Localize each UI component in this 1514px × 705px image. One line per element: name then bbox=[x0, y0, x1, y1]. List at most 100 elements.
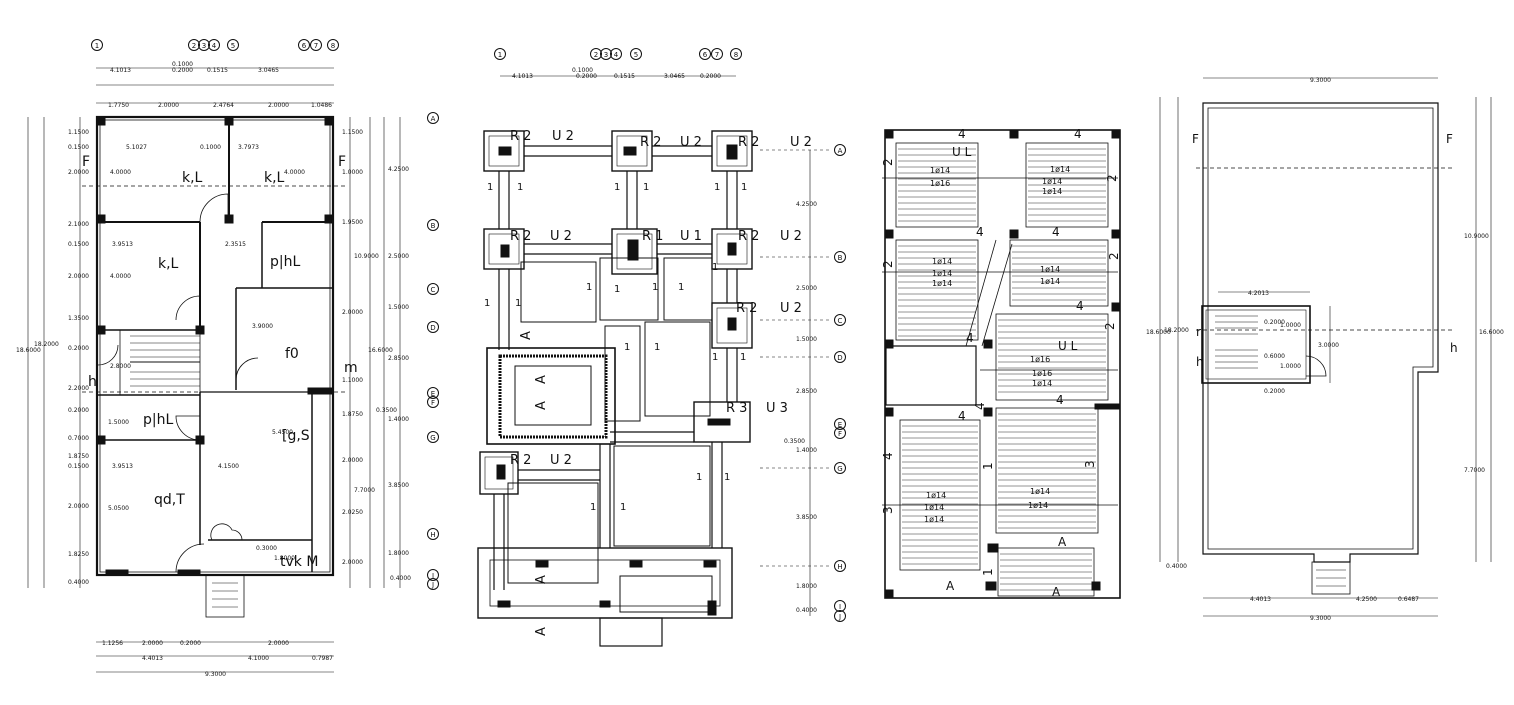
dimension-text: 4.1013 bbox=[512, 73, 533, 80]
column-tag: R 2 bbox=[640, 135, 661, 150]
dimension-text: 1.1500 bbox=[68, 129, 89, 136]
footing-tag: 1 bbox=[652, 282, 658, 293]
dimension-text: 7.7000 bbox=[354, 487, 375, 494]
column-tag: R 2 bbox=[736, 301, 757, 316]
footing-tag: 1 bbox=[712, 352, 718, 363]
dimension-text: 1.1256 bbox=[102, 640, 123, 647]
dimension-text: 1.5000 bbox=[388, 304, 409, 311]
slab-tag: A bbox=[1052, 585, 1061, 599]
slab-tag: 2 bbox=[1105, 174, 1119, 182]
rebar-label: 1ø16 bbox=[1032, 369, 1052, 378]
axis-label: J bbox=[431, 581, 434, 589]
dimension-text: 18.2000 bbox=[34, 341, 59, 348]
dimension-text: 2.0000 bbox=[68, 503, 89, 510]
dimension-text: 4.2013 bbox=[1248, 290, 1269, 297]
dimension-text: 0.7000 bbox=[68, 435, 89, 442]
rebar-label: 1ø14 bbox=[1040, 277, 1060, 286]
footing-tag: 1 bbox=[484, 298, 490, 309]
dimension-text: 0.2000 bbox=[172, 67, 193, 74]
slab-tag: 4 bbox=[1056, 393, 1064, 407]
dimension-text: 18.6000 bbox=[16, 347, 41, 354]
axis-label: A bbox=[431, 115, 436, 123]
footing-tag: 1 bbox=[487, 182, 493, 193]
axis-label: I bbox=[839, 603, 841, 611]
axis-label: H bbox=[837, 563, 842, 571]
slab-tag: 2 bbox=[1107, 252, 1121, 260]
dimension-text: 1.9500 bbox=[342, 219, 363, 226]
rebar-label: 1ø16 bbox=[1030, 355, 1050, 364]
section-tag: A bbox=[534, 575, 549, 584]
dimension-text: 4.1500 bbox=[218, 463, 239, 470]
rebar-label: 1ø14 bbox=[932, 279, 952, 288]
room-label: tvk M bbox=[280, 554, 318, 570]
dimension-text: 5.4500 bbox=[272, 429, 293, 436]
column-tag: R 3 bbox=[726, 401, 747, 416]
column-tag: R 2 bbox=[738, 135, 759, 150]
dimension-text: 1.0000 bbox=[342, 169, 363, 176]
dimension-text: 0.1000 bbox=[572, 67, 593, 74]
dimension-text: 3.9000 bbox=[252, 323, 273, 330]
slab-tag: 4 bbox=[976, 225, 984, 239]
column-tag: U 2 bbox=[680, 135, 702, 150]
axis-label: B bbox=[838, 254, 843, 262]
dimension-text: 2.0000 bbox=[142, 640, 163, 647]
dimension-text: 16.6000 bbox=[1479, 329, 1504, 336]
dimension-text: 2.5000 bbox=[796, 285, 817, 292]
slab-tag: 1 bbox=[981, 462, 995, 470]
slab-tag: 4 bbox=[958, 409, 966, 423]
dimension-text: 9.3000 bbox=[1310, 615, 1331, 622]
dimension-text: 18.2000 bbox=[1164, 327, 1189, 334]
footing-tag: 1 bbox=[614, 284, 620, 295]
dimension-text: 4.2500 bbox=[388, 166, 409, 173]
axis-label: D bbox=[430, 324, 435, 332]
rebar-label: 1ø16 bbox=[930, 179, 950, 188]
dimension-text: 1.8250 bbox=[68, 551, 89, 558]
dimension-text: 0.3000 bbox=[256, 545, 277, 552]
dimension-text: 9.3000 bbox=[205, 671, 226, 678]
dimension-text: 4.0000 bbox=[110, 273, 131, 280]
dimension-text: 18.6000 bbox=[1146, 329, 1171, 336]
room-label: k,L bbox=[158, 256, 179, 272]
slab-tag: 4 bbox=[973, 402, 987, 410]
dimension-text: 3.0465 bbox=[664, 73, 685, 80]
dimension-text: 1.8750 bbox=[342, 411, 363, 418]
dimension-text: 0.4000 bbox=[796, 607, 817, 614]
slab-tag: U L bbox=[1058, 339, 1078, 353]
slab-tag: 3 bbox=[1083, 460, 1097, 468]
dimension-text: 10.9000 bbox=[354, 253, 379, 260]
column-tag: U 2 bbox=[552, 129, 574, 144]
dimension-text: 1.8750 bbox=[68, 453, 89, 460]
grid-axis-label: 3 bbox=[604, 51, 608, 59]
room-label: k,L bbox=[264, 170, 285, 186]
axis-label: F bbox=[838, 430, 842, 438]
dimension-text: 0.6487 bbox=[1398, 596, 1419, 603]
dimension-text: 2.0000 bbox=[268, 102, 289, 109]
column-tag: U 2 bbox=[780, 301, 802, 316]
dimension-text: 1.4000 bbox=[388, 416, 409, 423]
axis-label: F bbox=[431, 399, 435, 407]
footing-tag: 1 bbox=[741, 182, 747, 193]
footing-tag: 1 bbox=[590, 502, 596, 513]
section-mark: r bbox=[1196, 325, 1201, 339]
rebar-label: 1ø14 bbox=[1042, 177, 1062, 186]
footing-tag: 1 bbox=[712, 262, 718, 273]
dimension-text: 0.1515 bbox=[614, 73, 635, 80]
axis-label: A bbox=[838, 147, 843, 155]
footing-tag: 1 bbox=[515, 298, 521, 309]
axis-label: J bbox=[838, 613, 841, 621]
footing-tag: 1 bbox=[620, 502, 626, 513]
dimension-text: 3.8500 bbox=[388, 482, 409, 489]
axis-label: C bbox=[838, 317, 843, 325]
grid-axis-label: 2 bbox=[594, 51, 598, 59]
grid-axis-label: 1 bbox=[95, 42, 99, 50]
slab-tag: 3 bbox=[881, 506, 895, 514]
dimension-text: 1.5000 bbox=[108, 419, 129, 426]
dimension-text: 4.0000 bbox=[110, 169, 131, 176]
rebar-label: 1ø14 bbox=[1040, 265, 1060, 274]
room-label: p|hL bbox=[143, 412, 173, 428]
column-tag: U 2 bbox=[790, 135, 812, 150]
slab-tag: 4 bbox=[1076, 299, 1084, 313]
section-mark: h bbox=[88, 374, 97, 390]
section-mark: m bbox=[344, 360, 358, 376]
column-tag: U 2 bbox=[780, 229, 802, 244]
